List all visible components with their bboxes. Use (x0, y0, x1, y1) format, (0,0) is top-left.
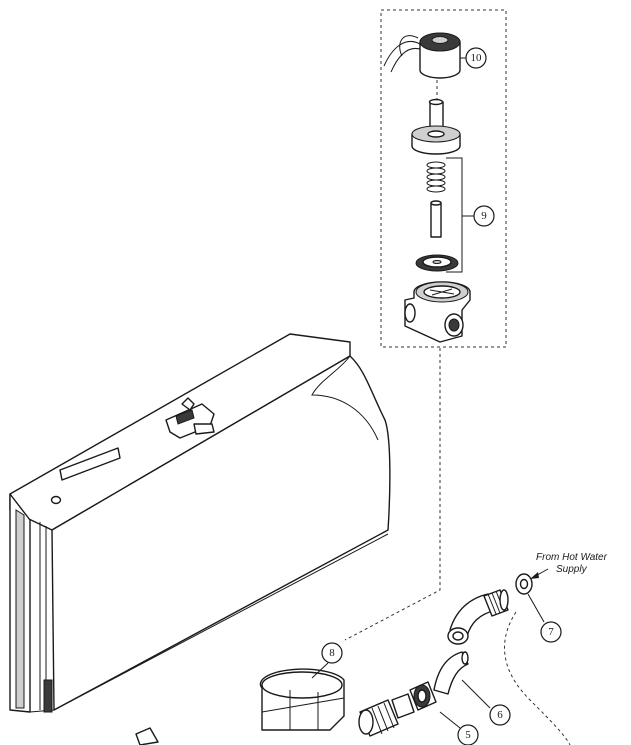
plunger-pin (430, 200, 442, 238)
valve-assembly-dashed-box (380, 9, 507, 348)
callout-6: 6 (489, 704, 511, 726)
washer (515, 573, 533, 595)
supply-note-line1: From Hot Water (536, 552, 608, 563)
outlet-fitting (259, 668, 345, 731)
dispenser-housing (9, 333, 391, 713)
plunger-spring (426, 161, 446, 193)
valve-stem-and-nut (411, 98, 461, 155)
callout-7-label: 7 (548, 626, 554, 638)
callout-5-label: 5 (465, 729, 471, 741)
callout-10: 10 (465, 47, 487, 69)
hot-water-elbow (447, 589, 509, 645)
diaphragm-ring (415, 254, 459, 272)
callout-8-label: 8 (329, 647, 335, 659)
callout-5: 5 (457, 724, 479, 745)
callout-7: 7 (540, 621, 562, 643)
callout-6-label: 6 (497, 709, 503, 721)
callout-9: 9 (473, 205, 495, 227)
compression-nut (409, 681, 437, 711)
supply-note-line2: Supply (556, 564, 588, 575)
solenoid-coil (383, 32, 461, 79)
callout-10-label: 10 (471, 52, 483, 64)
callout-8: 8 (321, 642, 343, 664)
hose-elbow (433, 651, 469, 695)
threaded-adapter (358, 693, 415, 737)
valve-body (404, 281, 471, 343)
callout-9-label: 9 (481, 210, 487, 222)
